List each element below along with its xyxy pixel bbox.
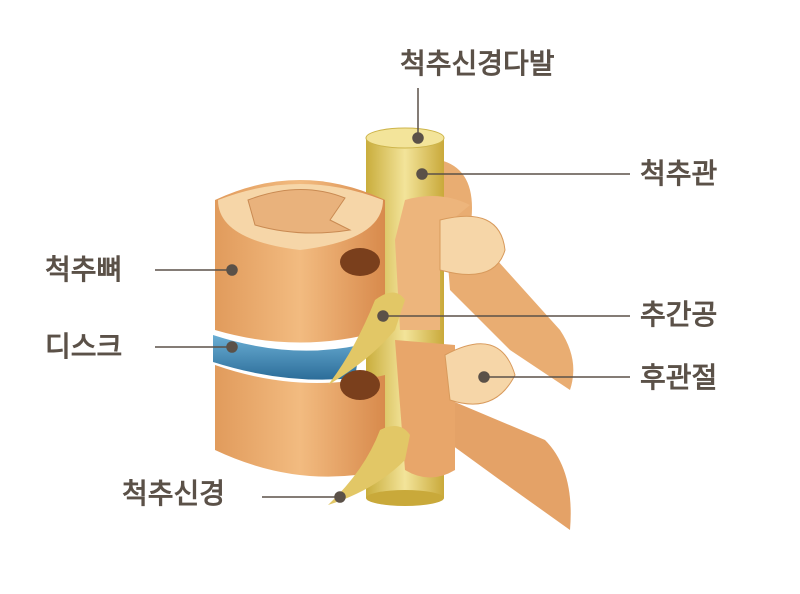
label-spinal-nerve: 척추신경	[122, 477, 226, 510]
spinous-process-upper	[440, 160, 574, 390]
label-spinal-canal: 척추관	[640, 157, 718, 190]
spinous-process-lower	[445, 400, 571, 530]
label-vertebra: 척추뼈	[45, 253, 123, 286]
label-disc: 디스크	[45, 330, 123, 363]
disc	[213, 335, 360, 380]
label-nerve-bundle: 척추신경다발	[400, 47, 555, 80]
nerve-root-lower	[328, 426, 410, 505]
posterior-arch	[395, 196, 516, 478]
lower-vertebra	[215, 365, 385, 477]
label-facet-joint: 후관절	[640, 361, 718, 394]
label-foramen: 추간공	[640, 298, 718, 331]
upper-vertebra	[215, 180, 385, 343]
